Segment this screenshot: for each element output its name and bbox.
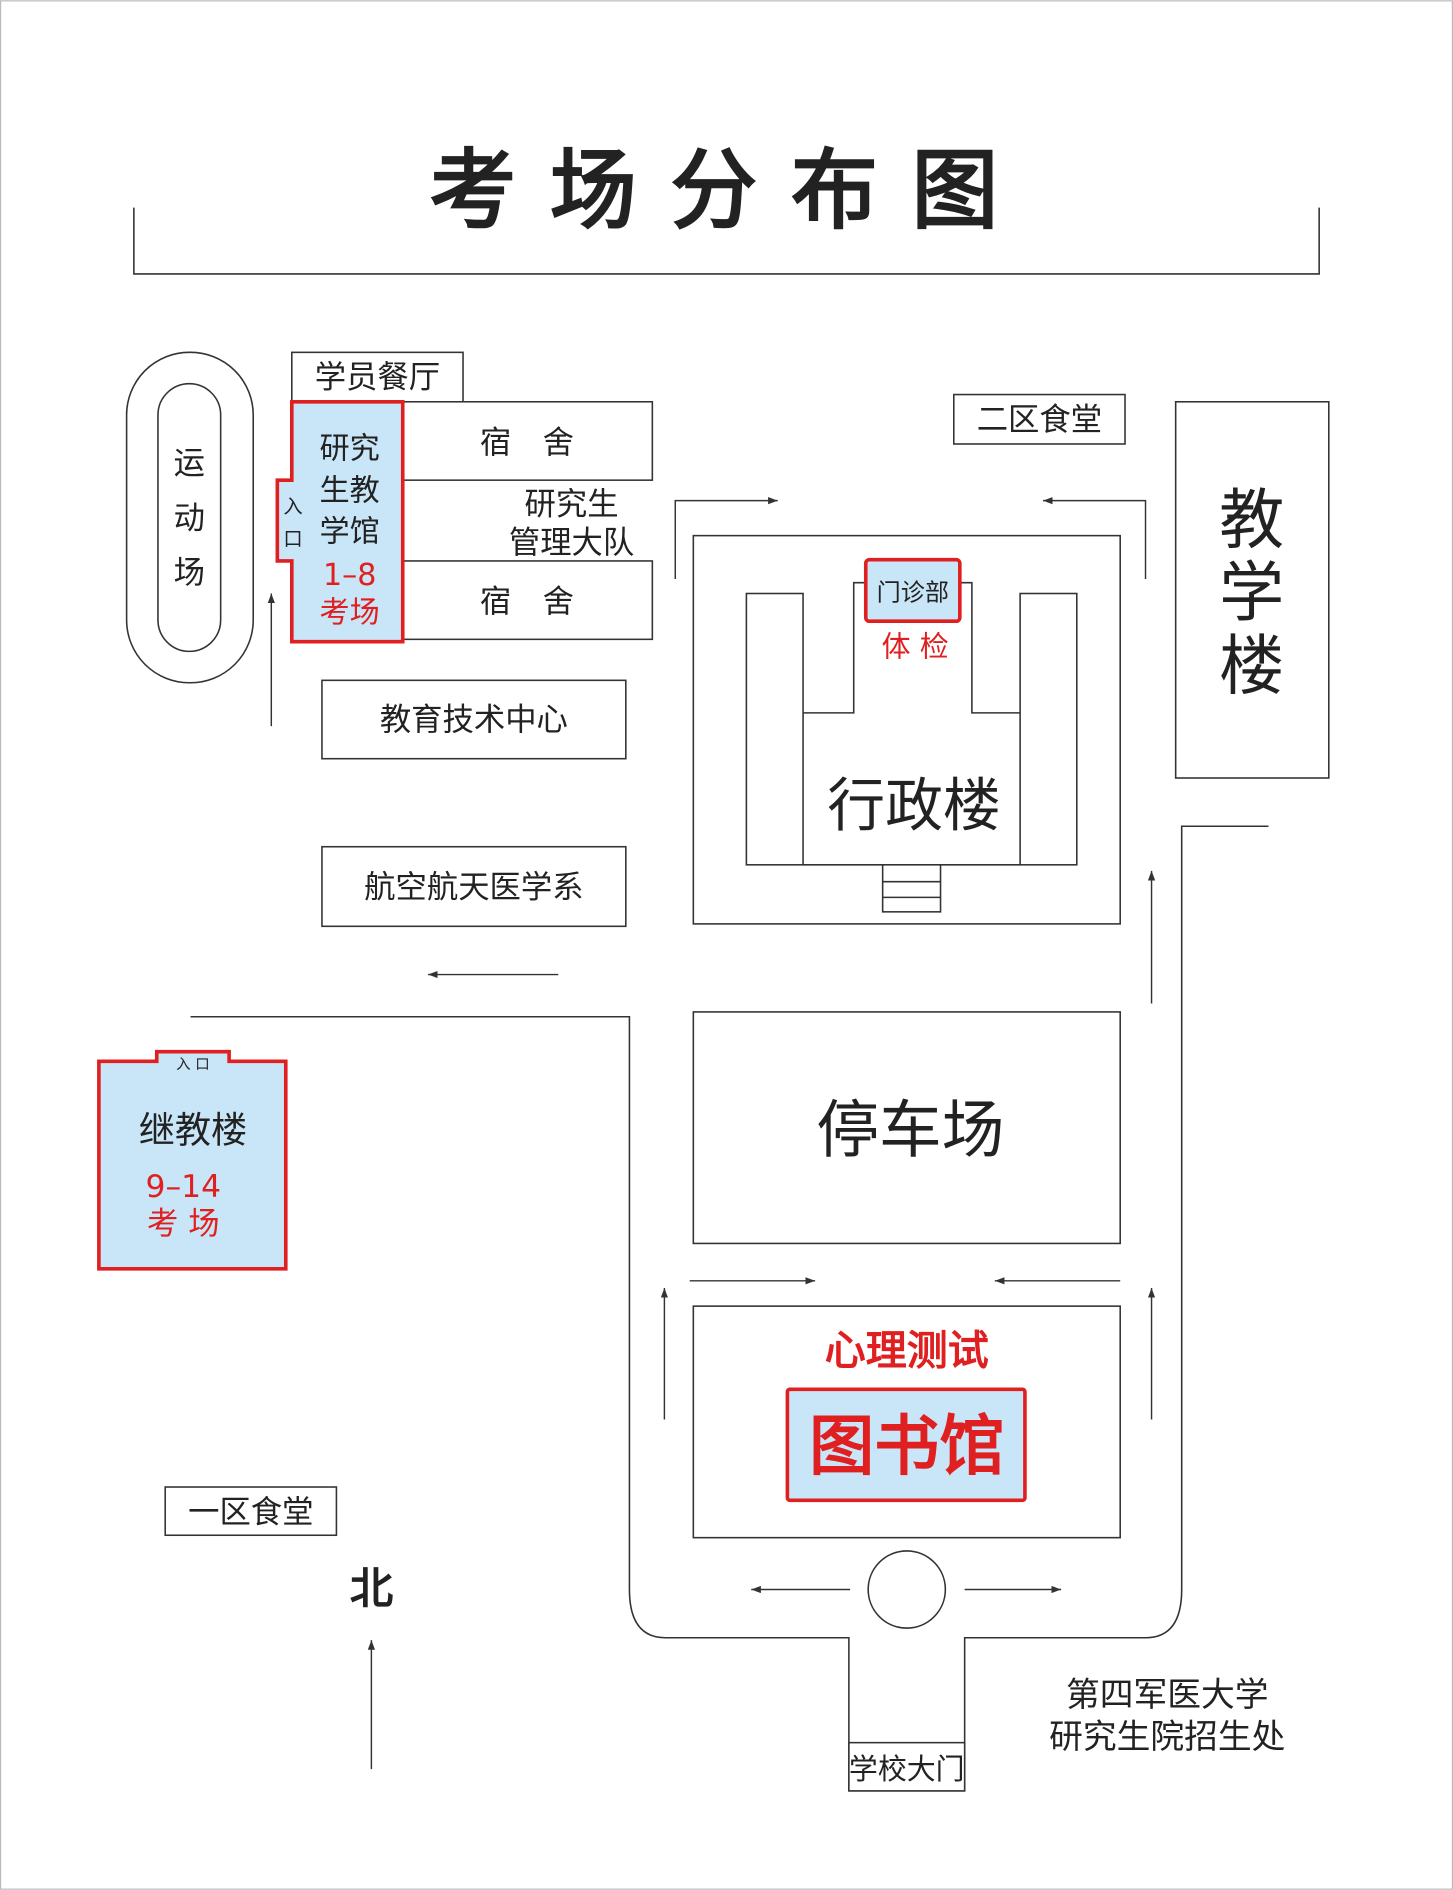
- svg-text:宿 舍: 宿 舍: [480, 584, 574, 620]
- svg-text:二区食堂: 二区食堂: [977, 402, 1102, 438]
- svg-text:停车场: 停车场: [816, 1094, 1004, 1167]
- grad-teaching-hall-exam-room[interactable]: 研究 生教 学馆 1–8 考场 入 口: [275, 399, 405, 644]
- svg-text:教育技术中心: 教育技术中心: [380, 702, 568, 738]
- teaching-building: 教 学 楼: [1174, 400, 1330, 779]
- svg-text:第四军医大学: 第四军医大学: [1066, 1675, 1269, 1714]
- sports-field: 运 动 场: [125, 351, 255, 684]
- svg-text:体 检: 体 检: [882, 630, 949, 664]
- edu-tech-center: 教育技术中心: [321, 679, 627, 760]
- svg-text:管理大队: 管理大队: [509, 525, 634, 561]
- svg-text:研究生院招生处: 研究生院招生处: [1049, 1717, 1285, 1756]
- clinic-physical-exam[interactable]: 门诊部 体 检: [863, 557, 962, 664]
- title-bracket: [133, 207, 1320, 275]
- svg-text:楼: 楼: [1219, 630, 1284, 705]
- svg-text:场: 场: [174, 555, 205, 591]
- svg-text:航空航天医学系: 航空航天医学系: [364, 870, 583, 906]
- dorm-top: 宿 舍: [401, 400, 654, 481]
- svg-text:1–8: 1–8: [323, 558, 376, 593]
- steps: [881, 864, 942, 913]
- svg-text:动: 动: [174, 501, 205, 537]
- svg-text:一区食堂: 一区食堂: [188, 1494, 313, 1530]
- svg-text:运: 运: [174, 445, 205, 481]
- entrance-label: 入: [283, 495, 302, 518]
- canteen-2: 二区食堂: [953, 393, 1126, 445]
- entrance-label: 入 口: [176, 1057, 210, 1073]
- dorm-bottom: 宿 舍: [401, 560, 654, 641]
- parking-lot: 停车场: [692, 1011, 1121, 1245]
- svg-text:学馆: 学馆: [320, 515, 380, 550]
- arrow-left: [1043, 497, 1147, 580]
- svg-text:学员餐厅: 学员餐厅: [315, 360, 440, 396]
- roundabout: [867, 1550, 947, 1629]
- svg-text:研究生: 研究生: [525, 486, 619, 522]
- continuing-edu-exam-room[interactable]: 入 口 继教楼 9–14 考 场: [97, 1049, 288, 1271]
- map-title: 考场分布图: [429, 140, 1032, 241]
- svg-text:考场: 考场: [320, 595, 380, 630]
- admin-building-label: 行政楼: [827, 772, 1001, 840]
- north-label: 北: [350, 1565, 393, 1615]
- svg-text:考 场: 考 场: [147, 1206, 220, 1242]
- svg-text:继教楼: 继教楼: [139, 1109, 247, 1152]
- svg-text:教: 教: [1219, 484, 1284, 559]
- svg-text:图书馆: 图书馆: [809, 1410, 1004, 1485]
- student-canteen: 学员餐厅: [291, 351, 464, 403]
- svg-text:生教: 生教: [320, 474, 380, 509]
- library-psych-test[interactable]: 心理测试 图书馆: [692, 1305, 1121, 1539]
- svg-text:宿 舍: 宿 舍: [480, 425, 574, 461]
- entrance-label: 口: [283, 528, 302, 551]
- canteen-1: 一区食堂: [164, 1486, 338, 1537]
- signature: 第四军医大学 研究生院招生处: [1049, 1675, 1285, 1756]
- svg-text:门诊部: 门诊部: [877, 578, 949, 606]
- school-gate: 学校大门: [848, 1741, 966, 1792]
- svg-text:心理测试: 心理测试: [825, 1327, 989, 1375]
- svg-text:学校大门: 学校大门: [849, 1752, 965, 1786]
- svg-text:学: 学: [1219, 556, 1284, 631]
- grad-brigade-label: 研究生 管理大队: [509, 486, 634, 561]
- aerospace-dept: 航空航天医学系: [321, 845, 627, 928]
- svg-text:研究: 研究: [320, 431, 380, 466]
- svg-text:9–14: 9–14: [146, 1169, 222, 1205]
- arrow-right: [674, 497, 778, 580]
